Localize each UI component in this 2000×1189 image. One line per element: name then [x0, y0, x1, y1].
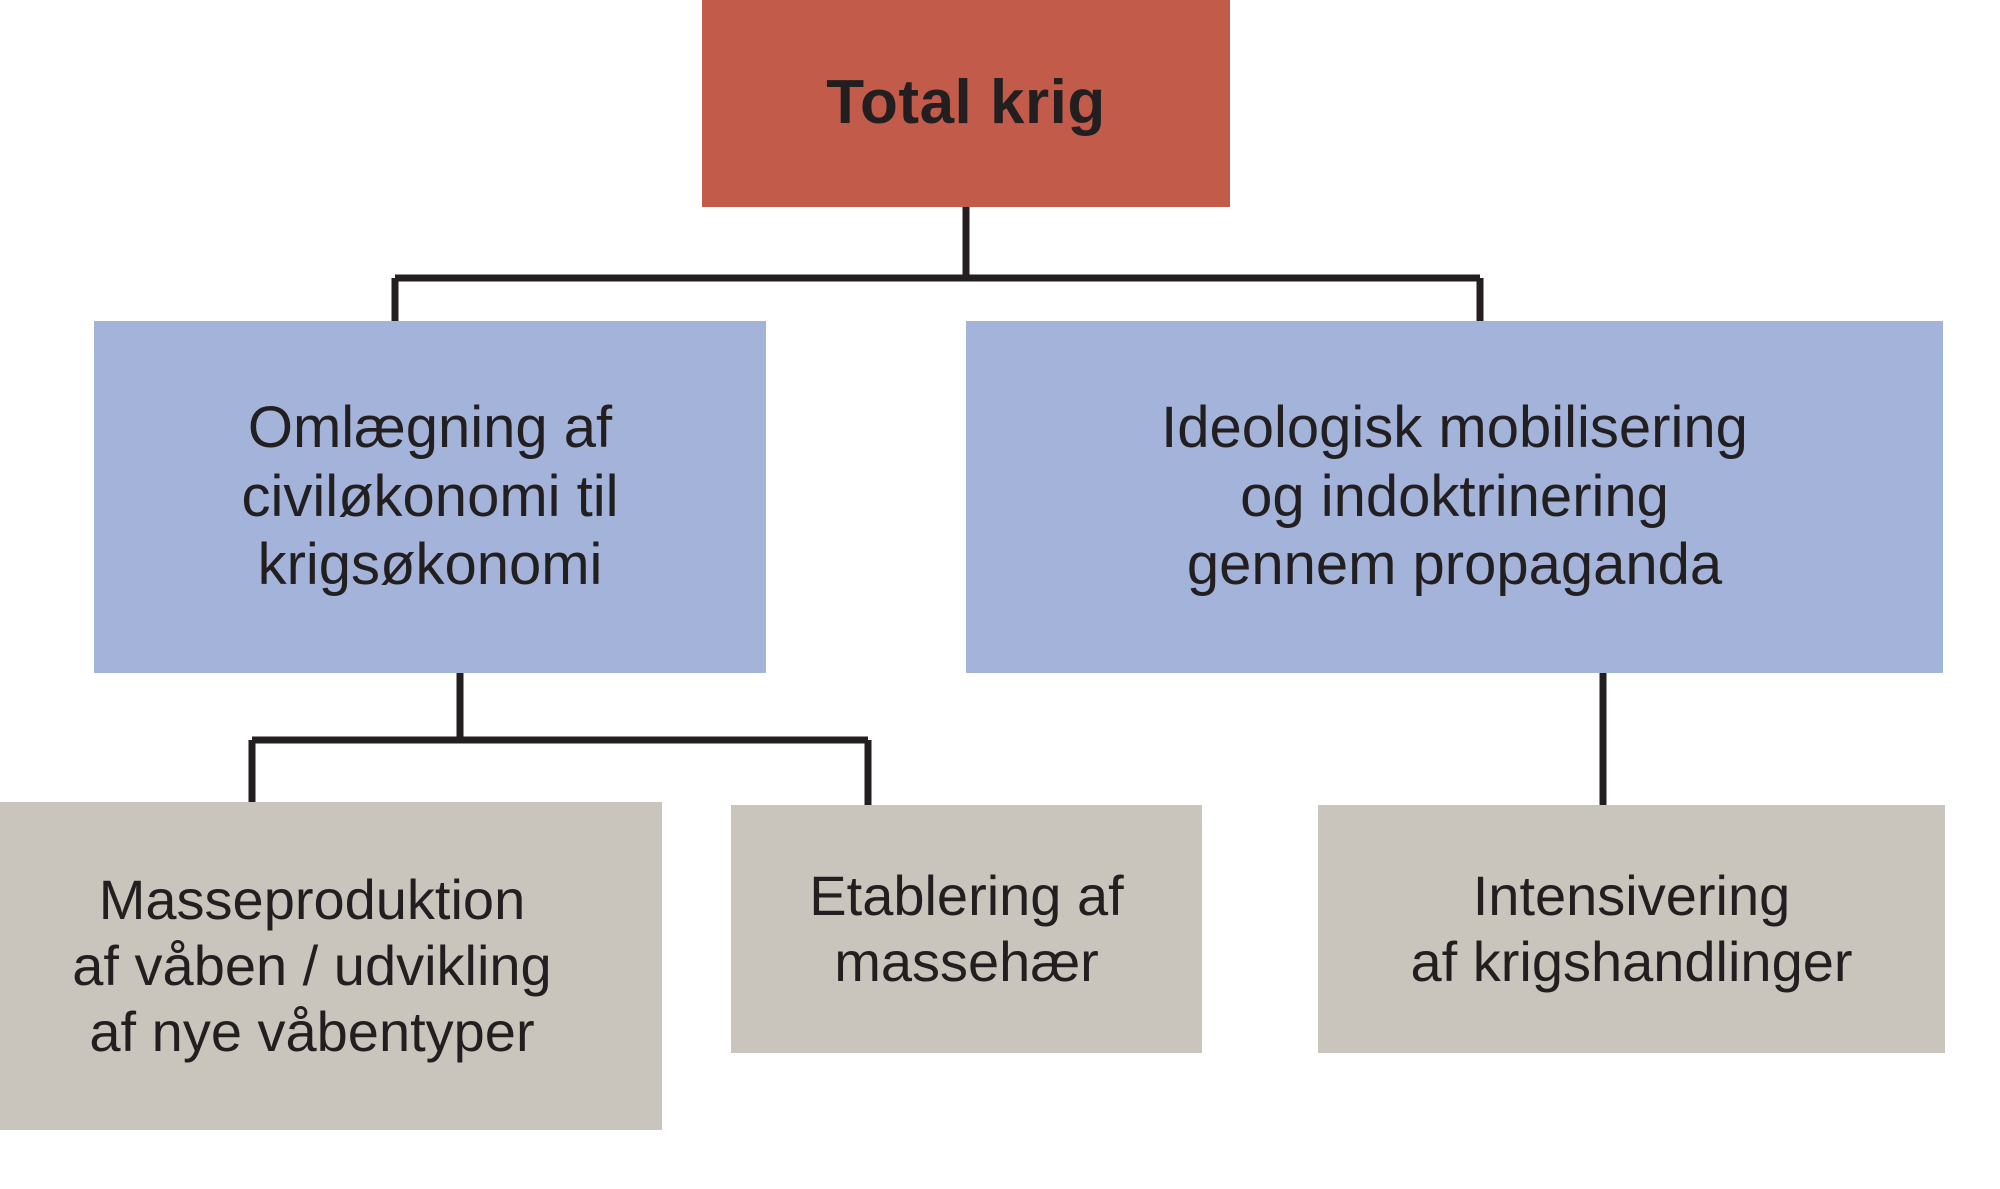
node-total-krig-label: Total krig: [826, 67, 1106, 137]
node-masseproduktion-af-vaaben[interactable]: Masseproduktion af våben / udvikling af …: [0, 802, 662, 1130]
node-masseproduktion-af-vaaben-label: Masseproduktion af våben / udvikling af …: [72, 867, 552, 1064]
node-intensivering-af-krigshandlinger-label: Intensivering af krigshandlinger: [1410, 863, 1853, 993]
node-etablering-af-massehaer-label: Etablering af massehær: [809, 863, 1124, 993]
node-total-krig[interactable]: Total krig: [702, 0, 1230, 207]
node-ideologisk-mobilisering-label: Ideologisk mobilisering og indoktrinerin…: [1161, 395, 1748, 598]
node-etablering-af-massehaer[interactable]: Etablering af massehær: [731, 805, 1202, 1053]
node-omlaegning-af-civiloekonomi-label: Omlægning af civiløkonomi til krigsøkono…: [241, 395, 619, 598]
node-omlaegning-af-civiloekonomi[interactable]: Omlægning af civiløkonomi til krigsøkono…: [94, 321, 766, 673]
node-intensivering-af-krigshandlinger[interactable]: Intensivering af krigshandlinger: [1318, 805, 1945, 1053]
node-ideologisk-mobilisering[interactable]: Ideologisk mobilisering og indoktrinerin…: [966, 321, 1943, 673]
